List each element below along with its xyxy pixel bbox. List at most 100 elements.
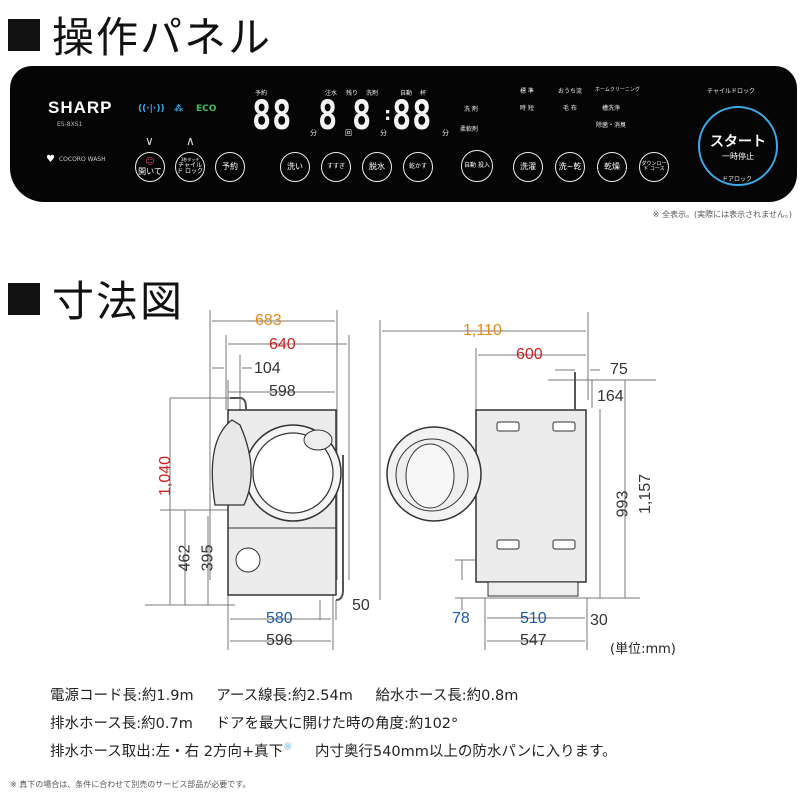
button-label: チャイルド ロック: [177, 161, 203, 176]
wash-mode-button[interactable]: 洗濯: [513, 152, 543, 182]
wash-button[interactable]: 洗い: [280, 152, 310, 182]
brand-logo: SHARP: [48, 98, 113, 117]
door-lock-label: ドアロック: [722, 176, 753, 183]
model-number: ES-8XS1: [57, 121, 83, 128]
heading-text: 操作パネル: [52, 13, 273, 62]
label-water: 注水: [325, 90, 338, 97]
spec-drain-direction: 排水ホース取出:左・右 2方向+真下: [50, 744, 284, 760]
cocoro-text: COCORO WASH: [58, 156, 106, 163]
spec-door-angle: ドアを最大に開けた時の角度:約102°: [215, 716, 459, 732]
asterisk-mark: ※: [283, 740, 293, 753]
chevron-up-icon: ∧: [186, 134, 195, 148]
display-minute-digit: 8: [352, 93, 373, 139]
spec-power-cord: 電源コード長:約1.9m: [50, 688, 194, 704]
heading-text: 寸法図: [52, 277, 185, 326]
label-detergent: 洗剤: [366, 90, 379, 97]
dim-body-height: 993: [614, 490, 632, 518]
label-detergent-amount: 洗 剤: [464, 106, 478, 113]
control-panel-heading: 操作パネル: [8, 4, 272, 65]
display-time-digits: 88: [392, 93, 433, 139]
button-label: 洗い: [287, 161, 303, 171]
button-label: ダウンロード コース: [641, 160, 667, 172]
display-colon: :: [384, 104, 392, 125]
dimensions-heading: 寸法図: [8, 268, 184, 329]
dim-side-total-depth: 1,110: [463, 322, 502, 339]
unit-note: (単位:mm): [610, 642, 676, 657]
display-unit: 分: [380, 129, 387, 137]
auto-dose-button[interactable]: 自動 投入: [461, 150, 493, 182]
open-door-button[interactable]: ☺ 開いて: [135, 152, 165, 182]
control-panel-image: SHARP ES-8XS1 ♥ COCORO WASH ((·|·)) ⁂ EC…: [10, 66, 797, 202]
display-unit: 分: [442, 129, 449, 137]
wifi-icon: ((·|·)): [138, 104, 165, 114]
button-label: 洗濯: [520, 161, 536, 171]
button-label: スタート: [710, 133, 766, 150]
display-count-digit: 8: [318, 93, 339, 139]
heart-icon: ♥: [46, 154, 55, 165]
button-label: 洗~乾: [558, 161, 582, 171]
display-reserve-digits: 88: [252, 93, 293, 139]
dim-hose-offset: 50: [352, 597, 370, 614]
course-home-cleaning: ホームクリーニング: [595, 87, 640, 93]
square-bullet-icon: [8, 282, 40, 315]
chevron-down-icon: ∨: [145, 134, 154, 148]
label-remaining: 残り: [346, 90, 359, 97]
dry-mode-button[interactable]: 乾燥: [597, 152, 627, 182]
course-home: おうち流: [558, 88, 583, 95]
label-auto: 自動: [400, 90, 413, 97]
dim-side-depth: 600: [516, 346, 543, 363]
rinse-button[interactable]: すすぎ: [321, 152, 351, 182]
shower-icon: ⁂: [174, 104, 184, 114]
dim-body-width: 598: [269, 383, 296, 400]
button-sublabel: 3秒タッチ: [180, 157, 200, 163]
child-lock-button[interactable]: 3秒タッチ チャイルド ロック: [175, 152, 205, 182]
button-label: 脱水: [369, 161, 385, 171]
dim-hose-height: 164: [597, 388, 624, 405]
start-pause-button[interactable]: スタート 一時停止: [698, 106, 778, 186]
button-label: 開いて: [138, 166, 162, 176]
spec-waterproof-pan: 内寸奥行540mm以上の防水パンに入ります。: [314, 744, 617, 760]
course-sterilize: 除菌・消臭: [596, 122, 627, 129]
dim-base-depth: 510: [520, 610, 547, 627]
child-lock-label: チャイルドロック: [707, 88, 755, 95]
spec-drain-hose: 排水ホース長:約0.7m: [50, 716, 193, 732]
course-short: 時 短: [520, 105, 534, 112]
eco-indicator: ECO: [196, 104, 217, 114]
dim-base-height: 78: [452, 610, 470, 627]
dim-base-width: 580: [266, 610, 293, 627]
dim-bottom-width: 596: [266, 632, 293, 649]
panel-note: ※ 全表示。(実際には表示されません。): [652, 210, 792, 219]
button-label: すすぎ: [326, 162, 345, 170]
dimension-drawing: [145, 310, 656, 650]
download-course-button[interactable]: ダウンロード コース: [639, 152, 669, 182]
dim-total-height: 1,157: [637, 473, 655, 515]
label-reserve: 予約: [255, 90, 268, 97]
label-softener: 柔軟剤: [460, 126, 479, 133]
label-cup: 杯: [420, 90, 427, 97]
dim-front-height: 1,040: [157, 455, 175, 497]
reserve-button[interactable]: 予約: [215, 152, 245, 182]
spec-supply-hose: 給水ホース長:約0.8m: [375, 688, 519, 704]
button-label: 自動 投入: [464, 161, 490, 169]
footnote: ※ 真下の場合は、条件に合わせて別売のサービス部品が必要です。: [10, 780, 251, 789]
dim-front-width-door: 640: [269, 336, 296, 353]
square-bullet-icon: [8, 18, 40, 51]
dim-side-hose-offset: 75: [610, 361, 628, 378]
smile-face-icon: ☺: [145, 156, 155, 167]
course-blanket: 毛 布: [563, 105, 577, 112]
spec-line-2: 排水ホース長:約0.7m ドアを最大に開けた時の角度:約102°: [50, 712, 458, 733]
spin-button[interactable]: 脱水: [362, 152, 392, 182]
button-label: 乾燥: [604, 161, 620, 171]
dim-foot-height: 30: [590, 612, 608, 629]
dry-button[interactable]: 乾かす: [403, 152, 433, 182]
cocoro-wash-logo: ♥ COCORO WASH: [46, 154, 106, 165]
display-unit: 分: [310, 129, 317, 137]
display-unit: 回: [345, 129, 352, 137]
dim-bottom-depth: 547: [520, 632, 547, 649]
spec-earth-wire: アース線長:約2.54m: [216, 688, 353, 704]
course-tub-clean: 槽洗浄: [602, 105, 621, 112]
button-label: 予約: [222, 161, 238, 171]
button-label: 乾かす: [408, 162, 427, 170]
spec-line-3: 排水ホース取出:左・右 2方向+真下※ 内寸奥行540mm以上の防水パンに入りま…: [50, 740, 617, 761]
wash-dry-mode-button[interactable]: 洗~乾: [555, 152, 585, 182]
